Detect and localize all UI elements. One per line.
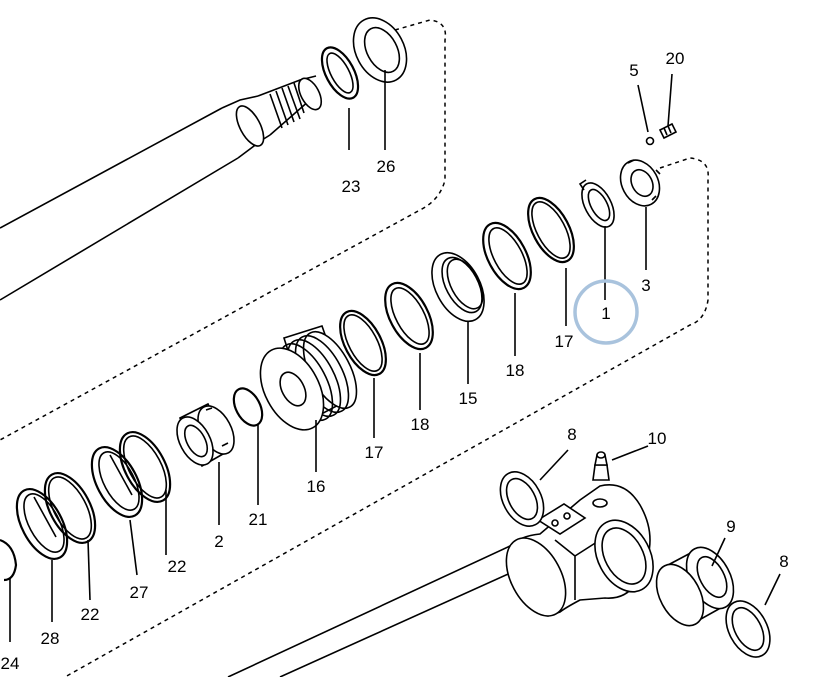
piston-group-outline xyxy=(64,157,709,677)
wear-ring-15 xyxy=(431,251,485,323)
pivot-bushing-9 xyxy=(655,546,735,627)
label-part-2: 2 xyxy=(214,532,223,551)
highlight-circle-part-1 xyxy=(573,279,639,345)
label-part-3: 3 xyxy=(641,276,650,295)
label-part-22-left: 22 xyxy=(81,605,100,624)
label-part-9: 9 xyxy=(726,517,735,536)
rod-group-outline xyxy=(0,19,447,441)
label-part-1: 1 xyxy=(601,304,610,323)
grease-fitting-10 xyxy=(592,451,610,481)
label-part-10: 10 xyxy=(648,429,667,448)
bearing-ring-8-lower xyxy=(725,600,771,658)
o-ring-21 xyxy=(232,387,264,427)
label-part-21: 21 xyxy=(249,510,268,529)
label-part-23: 23 xyxy=(342,177,361,196)
label-part-27: 27 xyxy=(130,583,149,602)
label-part-5: 5 xyxy=(629,61,638,80)
label-part-15: 15 xyxy=(459,389,478,408)
washer-26 xyxy=(352,17,408,83)
lock-nut-3 xyxy=(619,159,661,207)
label-part-26: 26 xyxy=(377,157,396,176)
backup-ring-18-lower xyxy=(384,281,434,351)
backup-ring-22-right xyxy=(118,431,172,503)
label-part-8-lower: 8 xyxy=(779,552,788,571)
label-part-17-lower: 17 xyxy=(365,443,384,462)
setscrew-20 xyxy=(658,122,678,140)
label-part-28: 28 xyxy=(41,629,60,648)
bushing-2 xyxy=(176,402,235,468)
label-part-24: 24 xyxy=(1,654,20,673)
piston-16 xyxy=(259,325,358,431)
o-ring-17-lower xyxy=(339,309,387,377)
part-labels: 1 2 3 5 8 8 9 10 15 16 17 17 18 18 20 21… xyxy=(1,49,789,673)
label-part-17-upper: 17 xyxy=(555,332,574,351)
label-part-18-upper: 18 xyxy=(506,361,525,380)
backup-ring-18-upper xyxy=(482,221,532,291)
label-part-20: 20 xyxy=(666,49,685,68)
leader-lines xyxy=(9,70,781,642)
rod-seal-27 xyxy=(90,446,144,518)
label-part-18-lower: 18 xyxy=(411,415,430,434)
lock-washer-1 xyxy=(578,179,615,228)
snap-ring-24 xyxy=(0,538,18,582)
wiper-28 xyxy=(15,488,69,560)
ball-5 xyxy=(645,136,655,146)
o-ring-17-upper xyxy=(527,196,575,264)
piston-rod xyxy=(0,75,323,301)
bearing-ring-8-upper xyxy=(499,471,545,527)
label-part-8-upper: 8 xyxy=(567,425,576,444)
label-part-22-right: 22 xyxy=(168,557,187,576)
label-part-16: 16 xyxy=(307,477,326,496)
snap-ring-23 xyxy=(320,46,360,100)
cylinder-barrel xyxy=(227,484,654,677)
